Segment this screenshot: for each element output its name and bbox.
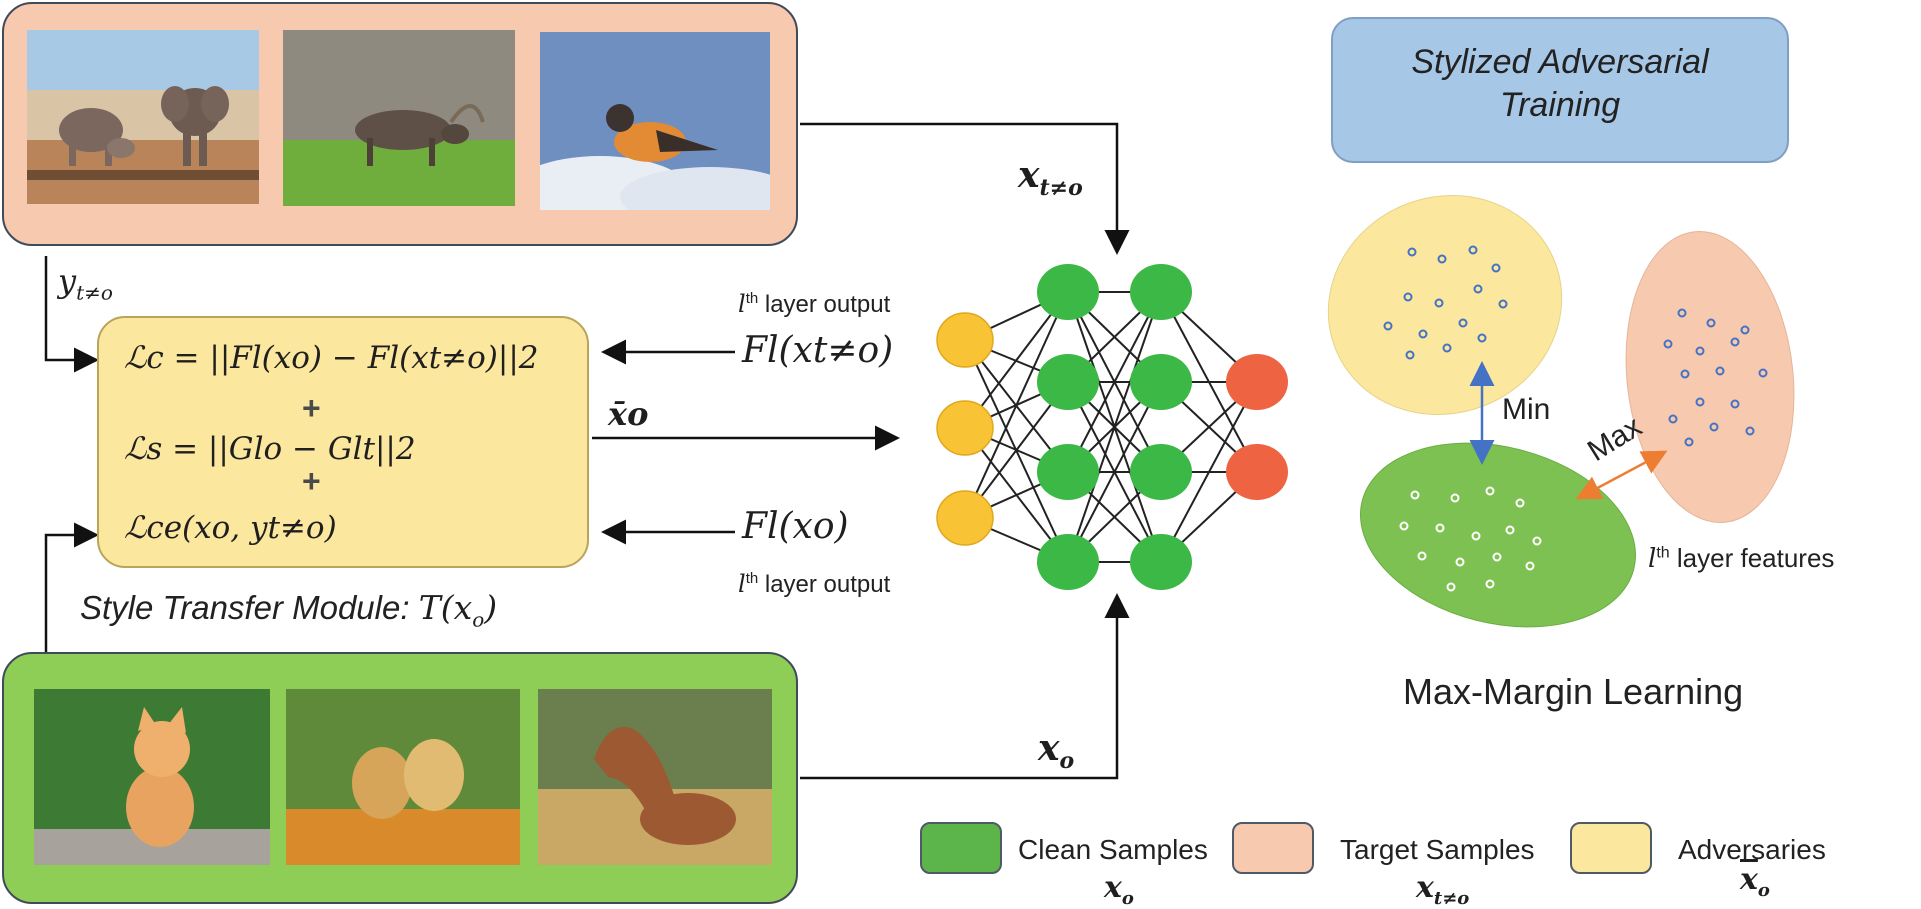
training-title-line2: Training	[1499, 86, 1621, 124]
label-to-loss-arrow	[44, 256, 99, 373]
max-arrow	[1604, 450, 1668, 486]
legend-clean-swatch	[920, 822, 1002, 874]
bottom-layer-output-note: lth layer output	[738, 570, 890, 599]
cross-entropy-loss: ℒce(xo, yt≠o)	[124, 510, 337, 546]
top-note-l: l	[738, 290, 746, 318]
network-edges	[964, 291, 1258, 563]
target-label-y-sub: t≠o	[76, 280, 113, 305]
training-title-line1: Stylized Adversarial	[1411, 43, 1709, 81]
style-module-title-text: Style Transfer Module:	[80, 589, 419, 626]
legend-adversaries-math-main: x	[1740, 862, 1758, 897]
legend-target-swatch	[1232, 822, 1314, 874]
elephant-photo	[27, 30, 259, 204]
legend-clean-math: xo	[1104, 870, 1134, 909]
top-layer-output-note: lth layer output	[738, 290, 890, 319]
input-nodes	[936, 312, 994, 546]
legend-adversaries-swatch	[1570, 822, 1652, 874]
clean-to-loss-arrow	[44, 522, 99, 652]
clean-cluster	[1360, 442, 1636, 628]
features-sup: th	[1656, 544, 1670, 562]
legend-adversaries-label: Adversaries	[1678, 834, 1826, 865]
clean-input-label: xo	[1038, 727, 1074, 774]
target-input-label-sub: t≠o	[1039, 175, 1083, 202]
adversaries-cluster	[1327, 195, 1563, 415]
legend-clean-label: Clean Samples	[1018, 834, 1208, 865]
legend-target-math-sub: t≠o	[1433, 888, 1470, 909]
puppies-photo	[286, 689, 520, 865]
ibex-photo	[283, 30, 515, 206]
neural-network	[936, 264, 1288, 590]
style-module-title-sub: o	[472, 607, 485, 632]
target-to-network-arrow	[800, 122, 1130, 255]
top-note-sup: th	[745, 290, 759, 307]
target-label-y: yt≠o	[58, 262, 113, 304]
target-feature-label: Fl(xt≠o)	[742, 330, 894, 371]
content-loss: ℒc = ||Fl(xo) − Fl(xt≠o)||2	[124, 340, 539, 376]
output-nodes	[1226, 354, 1288, 500]
style-module-title-math: T(x	[418, 588, 473, 627]
legend-target-math: xt≠o	[1416, 870, 1469, 909]
legend-clean-math-sub: o	[1121, 888, 1134, 909]
bird-photo	[540, 32, 770, 210]
legend-clean-math-main: x	[1104, 870, 1122, 905]
plus-sign-1: +	[302, 390, 321, 426]
max-margin-caption: Max-Margin Learning	[1403, 671, 1744, 712]
target-input-label: xt≠o	[1018, 154, 1083, 201]
clean-feature-label: Fl(xo)	[742, 506, 849, 547]
kitten-photo	[34, 689, 270, 865]
min-label: Min	[1502, 393, 1551, 426]
bottom-note-sup: th	[745, 570, 759, 587]
adversarial-output-label: x̄o	[608, 395, 649, 433]
clean-input-label-sub: o	[1059, 748, 1075, 775]
hidden-nodes-layer-2	[1130, 264, 1192, 590]
features-l: l	[1648, 544, 1657, 574]
top-note-text: layer output	[758, 291, 891, 318]
style-module-title: Style Transfer Module: T(xo)	[80, 588, 497, 632]
layer-features-note: lth layer features	[1648, 543, 1834, 574]
style-loss: ℒs = ||Glo − Glt||2	[124, 431, 416, 467]
clean-input-label-main: x	[1038, 727, 1060, 769]
legend-target-math-main: x	[1416, 870, 1434, 905]
clean-to-network-arrow	[800, 593, 1130, 780]
style-loss-box	[97, 316, 589, 568]
target-label-y-main: y	[58, 262, 77, 300]
legend-adversaries-math: xo	[1740, 862, 1770, 901]
plus-sign-2: +	[302, 463, 321, 499]
legend-target-label: Target Samples	[1340, 834, 1535, 865]
bottom-note-l: l	[738, 570, 746, 598]
training-title-box: Stylized Adversarial Training	[1331, 17, 1789, 163]
target-cluster	[1625, 231, 1795, 523]
legend-adversaries-math-sub: o	[1757, 880, 1770, 901]
style-module-title-close: )	[484, 588, 498, 627]
horse-photo	[538, 689, 772, 865]
features-text: layer features	[1669, 543, 1835, 573]
bottom-note-text: layer output	[758, 571, 891, 598]
max-arrow-back	[1575, 476, 1606, 500]
target-input-label-main: x	[1018, 154, 1040, 196]
hidden-nodes-layer-1	[1037, 264, 1099, 590]
